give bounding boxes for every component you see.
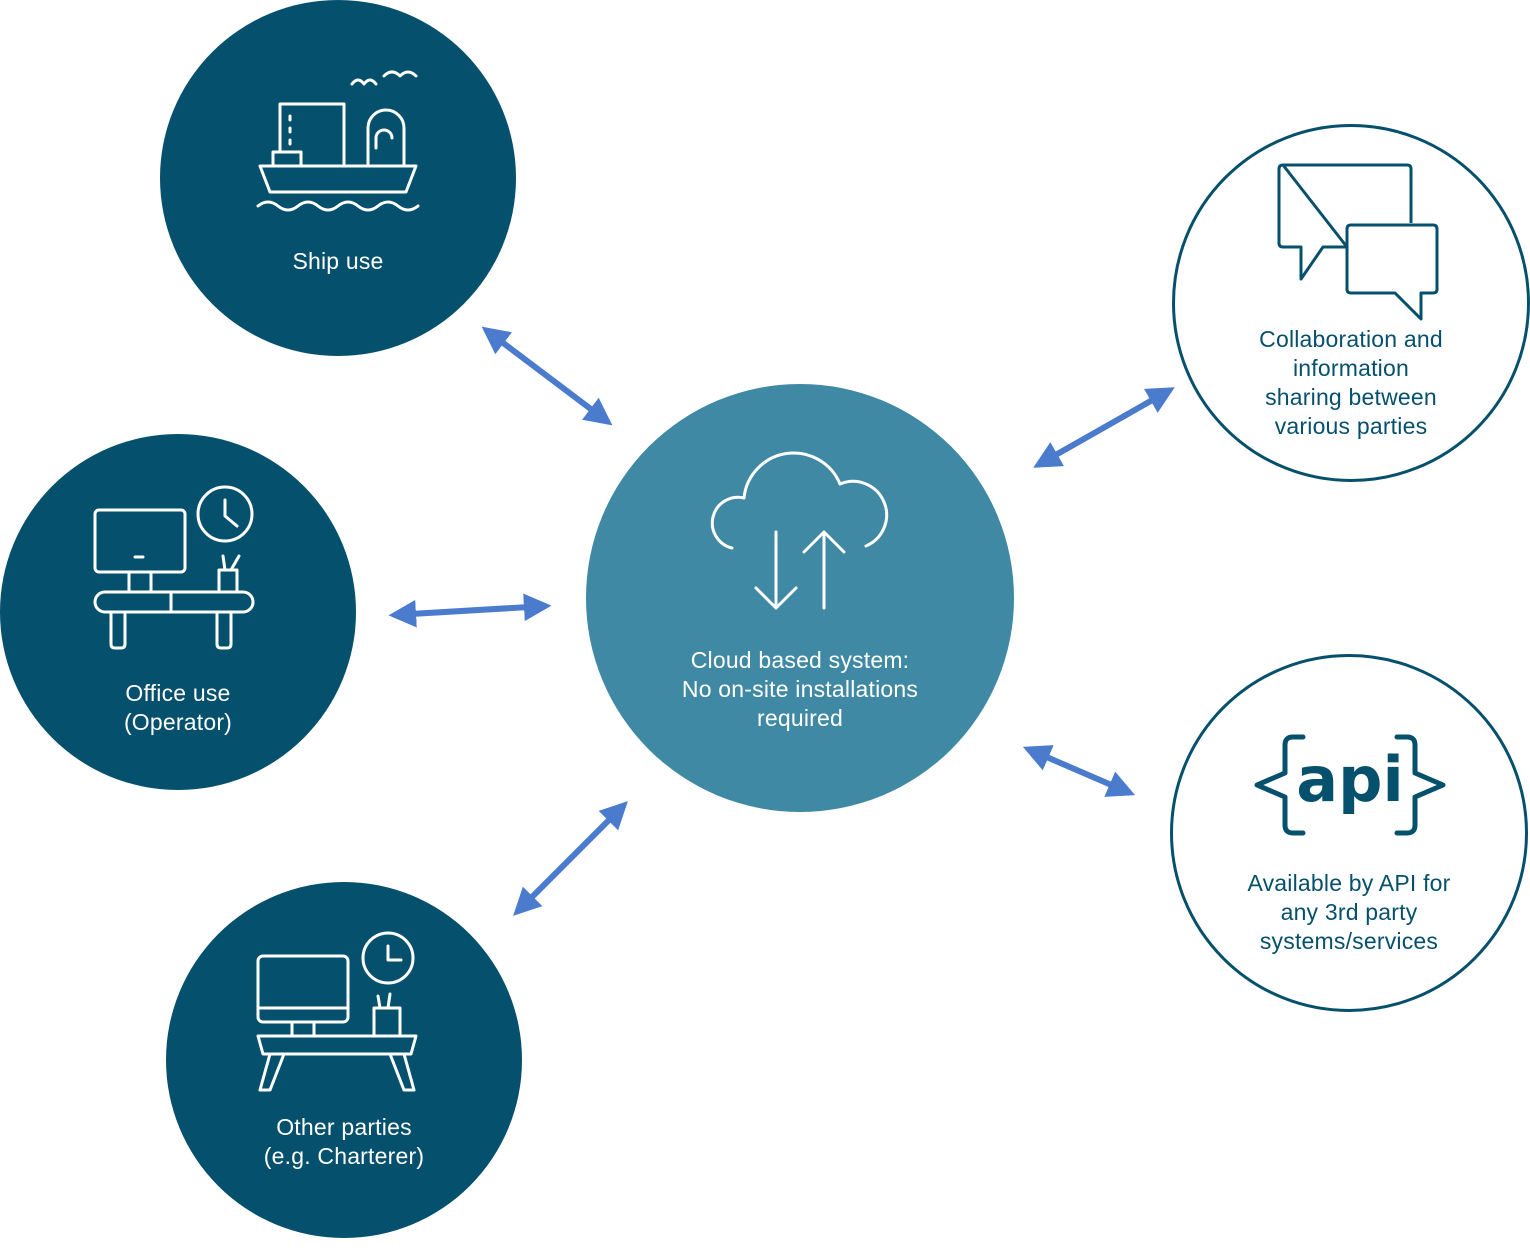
- ship-use-label: Ship use: [160, 247, 516, 276]
- collab-label-line-4: various parties: [1274, 413, 1428, 439]
- ship-use-node: Ship use: [160, 0, 516, 356]
- cloud-label-line-1: Cloud based system:: [690, 647, 910, 673]
- chat-bubbles-icon: [1277, 161, 1443, 327]
- cloud-system-node: Cloud based system: No on-site installat…: [586, 384, 1014, 812]
- collab-label-line-2: information: [1293, 355, 1409, 381]
- api-label-line-2: any 3rd party: [1280, 899, 1418, 925]
- api-label-line-3: systems/services: [1259, 928, 1439, 954]
- api-node: api Available by API for any 3rd party s…: [1170, 654, 1528, 1012]
- cloud-sync-icon: [708, 442, 892, 610]
- api-label-line-1: Available by API for: [1247, 870, 1451, 896]
- collab-label-line-1: Collaboration and: [1259, 326, 1443, 352]
- other-label-line-2: (e.g. Charterer): [263, 1143, 425, 1169]
- other-label-line-1: Other parties: [276, 1114, 412, 1140]
- ship-label-line-1: Ship use: [292, 248, 384, 274]
- arrow-other-cloud: [513, 801, 628, 916]
- office-desk-icon: [93, 484, 259, 650]
- api-braces-icon: api: [1254, 733, 1446, 837]
- office-label-line-2: (Operator): [123, 709, 233, 735]
- office-use-node: Office use (Operator): [0, 434, 356, 790]
- cloud-system-label: Cloud based system: No on-site installat…: [586, 646, 1014, 733]
- desk-computer-icon: [256, 930, 422, 1096]
- other-parties-node: Other parties (e.g. Charterer): [166, 882, 522, 1238]
- cloud-label-line-2: No on-site installations: [681, 676, 919, 702]
- cloud-label-line-3: required: [757, 705, 843, 731]
- arrow-office-cloud: [388, 593, 552, 628]
- arrow-ship-cloud: [481, 326, 613, 426]
- arrow-cloud-collab: [1033, 387, 1175, 468]
- ship-icon: [256, 66, 420, 214]
- collaboration-label: Collaboration and information sharing be…: [1175, 325, 1527, 441]
- api-label: Available by API for any 3rd party syste…: [1173, 869, 1525, 956]
- office-use-label: Office use (Operator): [0, 679, 356, 737]
- office-label-line-1: Office use: [125, 680, 231, 706]
- other-parties-label: Other parties (e.g. Charterer): [166, 1113, 522, 1171]
- collaboration-node: Collaboration and information sharing be…: [1172, 124, 1530, 482]
- collab-label-line-3: sharing between: [1265, 384, 1437, 410]
- arrow-cloud-api: [1022, 745, 1136, 797]
- api-icon-text: api: [1296, 743, 1403, 816]
